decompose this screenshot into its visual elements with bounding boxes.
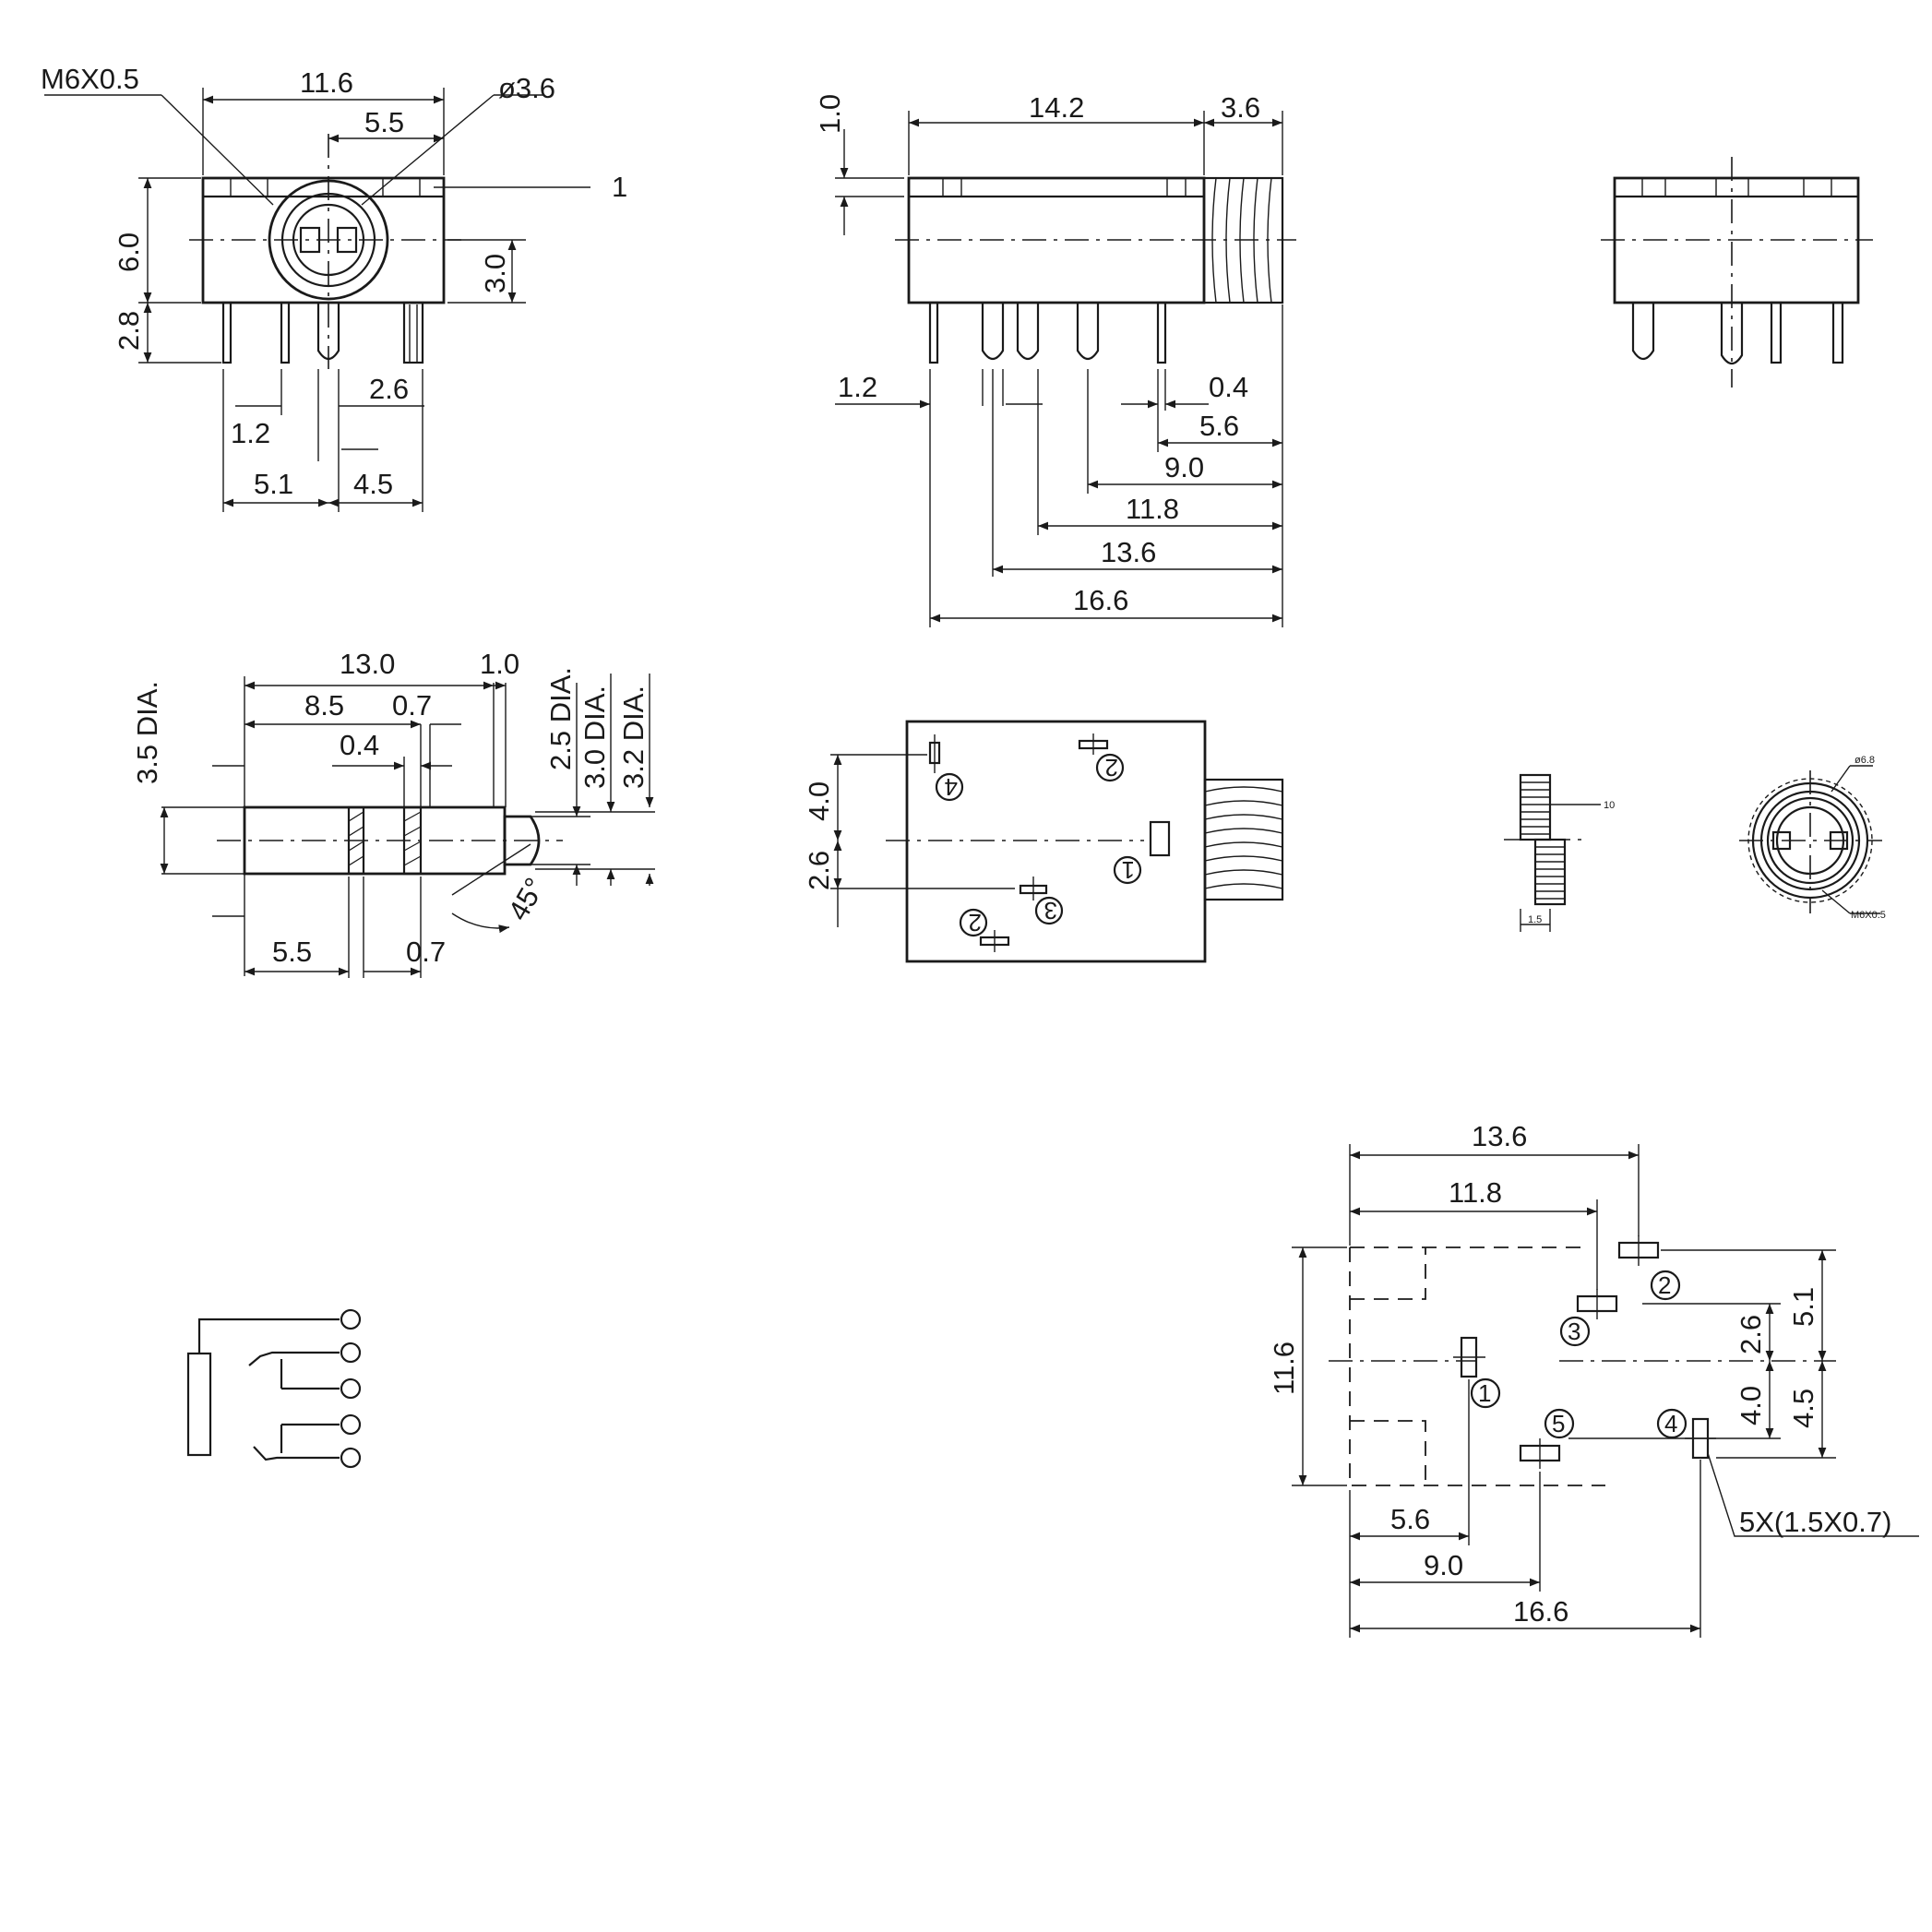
plug-view: 13.0 1.0 8.5 0.7 0.4 5.5 0.7 3.5 DIA. 2.… [131, 648, 655, 978]
dim-dia-3-0: 3.0 DIA. [578, 686, 611, 789]
schematic-symbol [186, 1308, 362, 1469]
dim-bottom-16-6: 16.6 [1513, 1595, 1568, 1628]
dim-9-0: 9.0 [1164, 451, 1204, 483]
end-view [1601, 157, 1873, 388]
dim-right-5-1: 5.1 [1787, 1287, 1819, 1327]
bottom-pin-2a: 2 [1105, 754, 1118, 781]
nut-od-label: ø6.8 [1854, 755, 1875, 766]
pcb-pin-3: 3 [1568, 1318, 1580, 1345]
nut-front-view: ø6.8 M6X0.5 [1739, 755, 1886, 921]
dim-dia-3-5: 3.5 DIA. [131, 681, 163, 784]
callout-1: 1 [612, 171, 627, 203]
dim-bottom-9-0: 9.0 [1424, 1549, 1463, 1581]
dim-top: 1.0 [814, 94, 846, 134]
dim-thread: 3.6 [1221, 91, 1260, 124]
dim-top-11-8: 11.8 [1449, 1176, 1502, 1209]
pcb-pin-2: 2 [1658, 1271, 1671, 1299]
pcb-pin-4: 4 [1664, 1410, 1677, 1437]
dim-bottom-ring: 0.7 [406, 936, 446, 968]
side-view: 14.2 3.6 1.0 1.2 0.4 5.6 9.0 11.8 13.6 1… [814, 91, 1296, 627]
dim-body: 14.2 [1029, 91, 1084, 124]
dim-total: 13.0 [340, 648, 395, 680]
bottom-pin-2b: 2 [969, 909, 982, 936]
pcb-pin-5: 5 [1552, 1410, 1565, 1437]
dim-right-4-0: 4.0 [1735, 1386, 1767, 1425]
dim-pin-t: 0.4 [1209, 371, 1248, 403]
dim-pin-a: 2.6 [369, 373, 409, 405]
nut-thickness: 1.5 [1528, 914, 1542, 925]
pcb-pin-1: 1 [1478, 1379, 1491, 1407]
dim-tip: 1.0 [480, 648, 519, 680]
bottom-pin-3: 3 [1044, 897, 1057, 924]
pcb-layout: 1 2 3 4 5 13.6 [1268, 1120, 1919, 1638]
dim-center-height: 3.0 [479, 254, 511, 293]
dim-right: 4.5 [353, 468, 393, 500]
dim-16-6: 16.6 [1073, 584, 1128, 616]
diameter-label: ø3.6 [498, 72, 555, 104]
dim-ring: 0.7 [392, 689, 432, 722]
dim-upper: 4.0 [803, 781, 835, 821]
thread-label: M6X0.5 [41, 63, 139, 95]
dim-top-13-6: 13.6 [1472, 1120, 1527, 1152]
dim-right-2-6: 2.6 [1735, 1315, 1767, 1354]
dim-mid: 8.5 [304, 689, 344, 722]
pad-note: 5X(1.5X0.7) [1739, 1506, 1891, 1538]
front-view: M6X0.5 11.6 5.5 ø3.6 1 6.0 2.8 3.0 2.6 1… [41, 63, 627, 512]
nut-side-label: 10 [1604, 800, 1615, 811]
dim-height: 6.0 [113, 233, 145, 272]
nut-side-view: 10 1.5 [1504, 773, 1615, 932]
dim-11-8: 11.8 [1126, 493, 1179, 525]
dim-half-width: 5.5 [364, 106, 404, 138]
dim-13-6: 13.6 [1101, 536, 1156, 568]
dim-pin-b: 1.2 [231, 417, 270, 449]
dim-bottom-5-6: 5.6 [1390, 1503, 1430, 1535]
dim-5-6: 5.6 [1199, 410, 1239, 442]
dim-right-4-5: 4.5 [1787, 1389, 1819, 1428]
dim-sleeve: 5.5 [272, 936, 312, 968]
dim-pin-w: 1.2 [838, 371, 877, 403]
bottom-view: 4 2 1 3 2 4.0 2.6 [803, 720, 1284, 963]
dim-width: 11.6 [300, 66, 353, 99]
dim-height-11-6: 11.6 [1268, 1342, 1300, 1395]
dim-dia-3-2: 3.2 DIA. [617, 686, 650, 789]
dim-left: 5.1 [254, 468, 293, 500]
bottom-pin-4: 4 [945, 773, 958, 801]
dim-angle: 45° [502, 872, 552, 925]
dim-pin-length: 2.8 [113, 311, 145, 351]
dim-ring-gap: 0.4 [340, 729, 379, 761]
dim-dia-2-5: 2.5 DIA. [544, 667, 577, 770]
bottom-pin-1: 1 [1122, 856, 1135, 884]
dim-lower: 2.6 [803, 851, 835, 890]
nut-thread-label: M6X0.5 [1851, 910, 1886, 921]
